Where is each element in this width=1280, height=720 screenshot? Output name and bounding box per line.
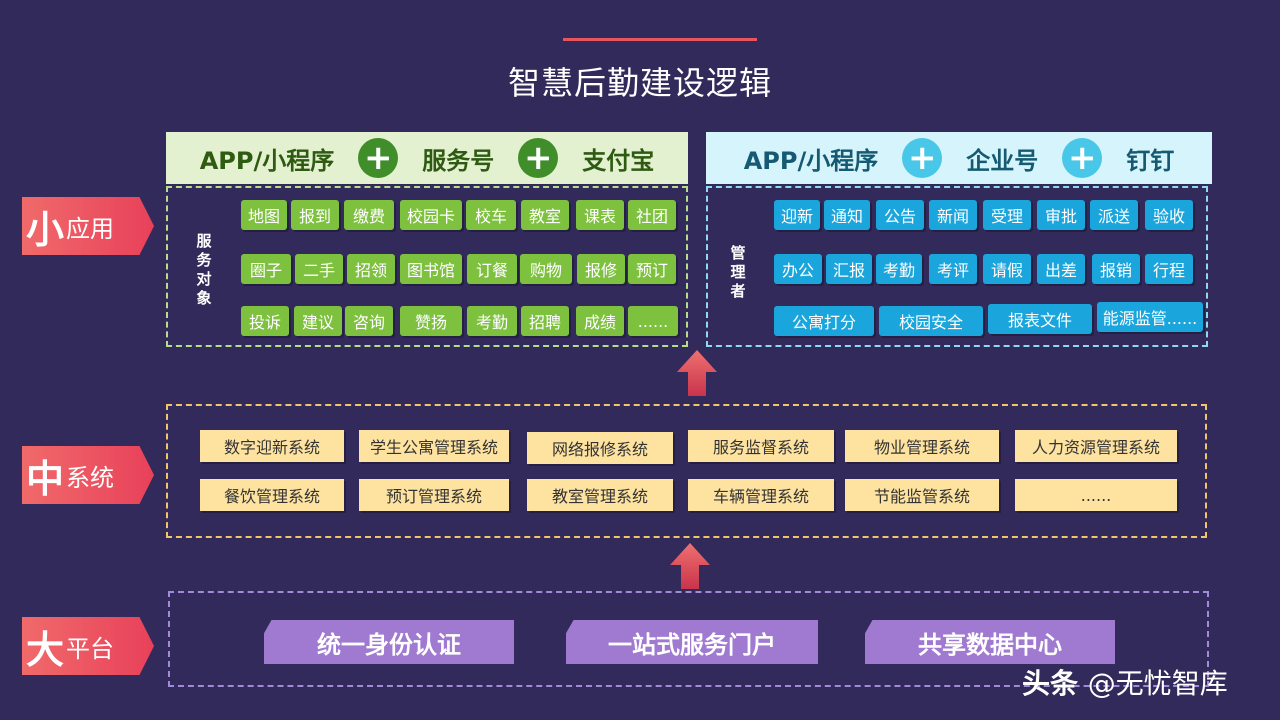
app-chip[interactable]: 建议 [294,306,342,336]
app-chip[interactable]: 新闻 [929,200,977,230]
app-chip[interactable]: 能源监管...... [1097,302,1203,332]
app-chip[interactable]: 通知 [824,200,870,230]
header-item: 服务号 [422,146,495,175]
app-chip[interactable]: 报到 [291,200,339,230]
tier-rest-text: 平台 [66,634,115,663]
service-target-label: 服务对象 [196,232,212,307]
tier-label-mid-systems: 中系统 [22,446,154,504]
app-chip[interactable]: 招聘 [521,306,569,336]
app-chip[interactable]: 投诉 [241,306,289,336]
app-chip[interactable]: 受理 [983,200,1031,230]
system-chip[interactable]: 车辆管理系统 [688,479,834,511]
app-chip[interactable]: 购物 [520,254,572,284]
app-chip[interactable]: 报表文件 [988,304,1092,334]
service-apps-box: 服务对象 [166,186,688,347]
tier-label-large-platform: 大平台 [22,617,154,675]
system-chip[interactable]: 服务监督系统 [688,430,834,462]
app-chip[interactable]: 招领 [347,254,395,284]
system-chip[interactable]: 人力资源管理系统 [1015,430,1177,462]
system-chip[interactable]: ...... [1015,479,1177,511]
app-chip[interactable]: ...... [628,306,678,336]
page-title: 智慧后勤建设逻辑 [507,64,772,102]
up-arrow-icon [670,543,710,589]
app-chip[interactable]: 赞扬 [400,306,462,336]
plus-icon: + [518,138,559,178]
header-management-channels: APP/小程序 + 企业号 + 钉钉 [706,132,1212,184]
manager-label: 管理者 [730,244,746,300]
system-chip[interactable]: 预订管理系统 [359,479,509,511]
tier-big-char: 大 [26,627,65,672]
app-chip[interactable]: 社团 [628,200,676,230]
header-item: 钉钉 [1126,146,1175,175]
app-chip[interactable]: 公告 [876,200,924,230]
app-chip[interactable]: 二手 [295,254,343,284]
header-item: 企业号 [966,146,1039,175]
app-chip[interactable]: 审批 [1037,200,1085,230]
app-chip[interactable]: 预订 [628,254,676,284]
app-chip[interactable]: 地图 [241,200,287,230]
header-item: APP/小程序 [199,146,335,175]
system-chip[interactable]: 数字迎新系统 [200,430,344,462]
app-chip[interactable]: 圈子 [241,254,291,284]
header-item: 支付宝 [582,146,655,175]
platform-item-portal[interactable]: 一站式服务门户 [566,620,818,664]
app-chip[interactable]: 考勤 [467,306,517,336]
app-chip[interactable]: 请假 [983,254,1031,284]
app-chip[interactable]: 教室 [521,200,569,230]
app-chip[interactable]: 出差 [1037,254,1085,284]
tier-big-char: 小 [26,207,65,252]
platform-item-data-center[interactable]: 共享数据中心 [865,620,1115,664]
watermark: 头条 @无忧智库 [1022,662,1228,702]
title-accent-line [563,38,757,41]
system-chip[interactable]: 节能监管系统 [845,479,999,511]
plus-icon: + [902,138,943,178]
app-chip[interactable]: 派送 [1090,200,1138,230]
app-chip[interactable]: 考评 [929,254,977,284]
systems-box [166,404,1207,538]
app-chip[interactable]: 校园安全 [879,306,983,336]
app-chip[interactable]: 公寓打分 [774,306,874,336]
app-chip[interactable]: 办公 [774,254,822,284]
tier-big-char: 中 [26,456,65,501]
app-chip[interactable]: 迎新 [774,200,820,230]
tier-rest-text: 系统 [66,463,115,492]
app-chip[interactable]: 考勤 [876,254,922,284]
app-chip[interactable]: 校车 [466,200,516,230]
app-chip[interactable]: 订餐 [467,254,517,284]
system-chip[interactable]: 物业管理系统 [845,430,999,462]
system-chip[interactable]: 教室管理系统 [527,479,673,511]
platform-item-identity[interactable]: 统一身份认证 [264,620,514,664]
tier-rest-text: 应用 [66,214,115,243]
plus-icon: + [1062,138,1103,178]
system-chip[interactable]: 网络报修系统 [527,432,673,464]
system-chip[interactable]: 餐饮管理系统 [200,479,344,511]
app-chip[interactable]: 验收 [1145,200,1193,230]
app-chip[interactable]: 校园卡 [400,200,462,230]
watermark-brand: 头条 [1022,667,1079,700]
app-chip[interactable]: 报修 [577,254,625,284]
tier-label-small-apps: 小应用 [22,197,154,255]
up-arrow-icon [677,350,717,396]
app-chip[interactable]: 咨询 [345,306,393,336]
plus-icon: + [358,138,399,178]
app-chip[interactable]: 缴费 [344,200,394,230]
app-chip[interactable]: 成绩 [576,306,624,336]
management-apps-box: 管理者 [706,186,1208,347]
app-chip[interactable]: 行程 [1145,254,1193,284]
app-chip[interactable]: 图书馆 [400,254,462,284]
watermark-handle: @无忧智库 [1087,667,1228,700]
app-chip[interactable]: 汇报 [826,254,872,284]
system-chip[interactable]: 学生公寓管理系统 [359,430,509,462]
header-item: APP/小程序 [743,146,879,175]
app-chip[interactable]: 报销 [1092,254,1140,284]
app-chip[interactable]: 课表 [576,200,624,230]
platform-box [168,591,1209,687]
header-service-channels: APP/小程序 + 服务号 + 支付宝 [166,132,688,184]
